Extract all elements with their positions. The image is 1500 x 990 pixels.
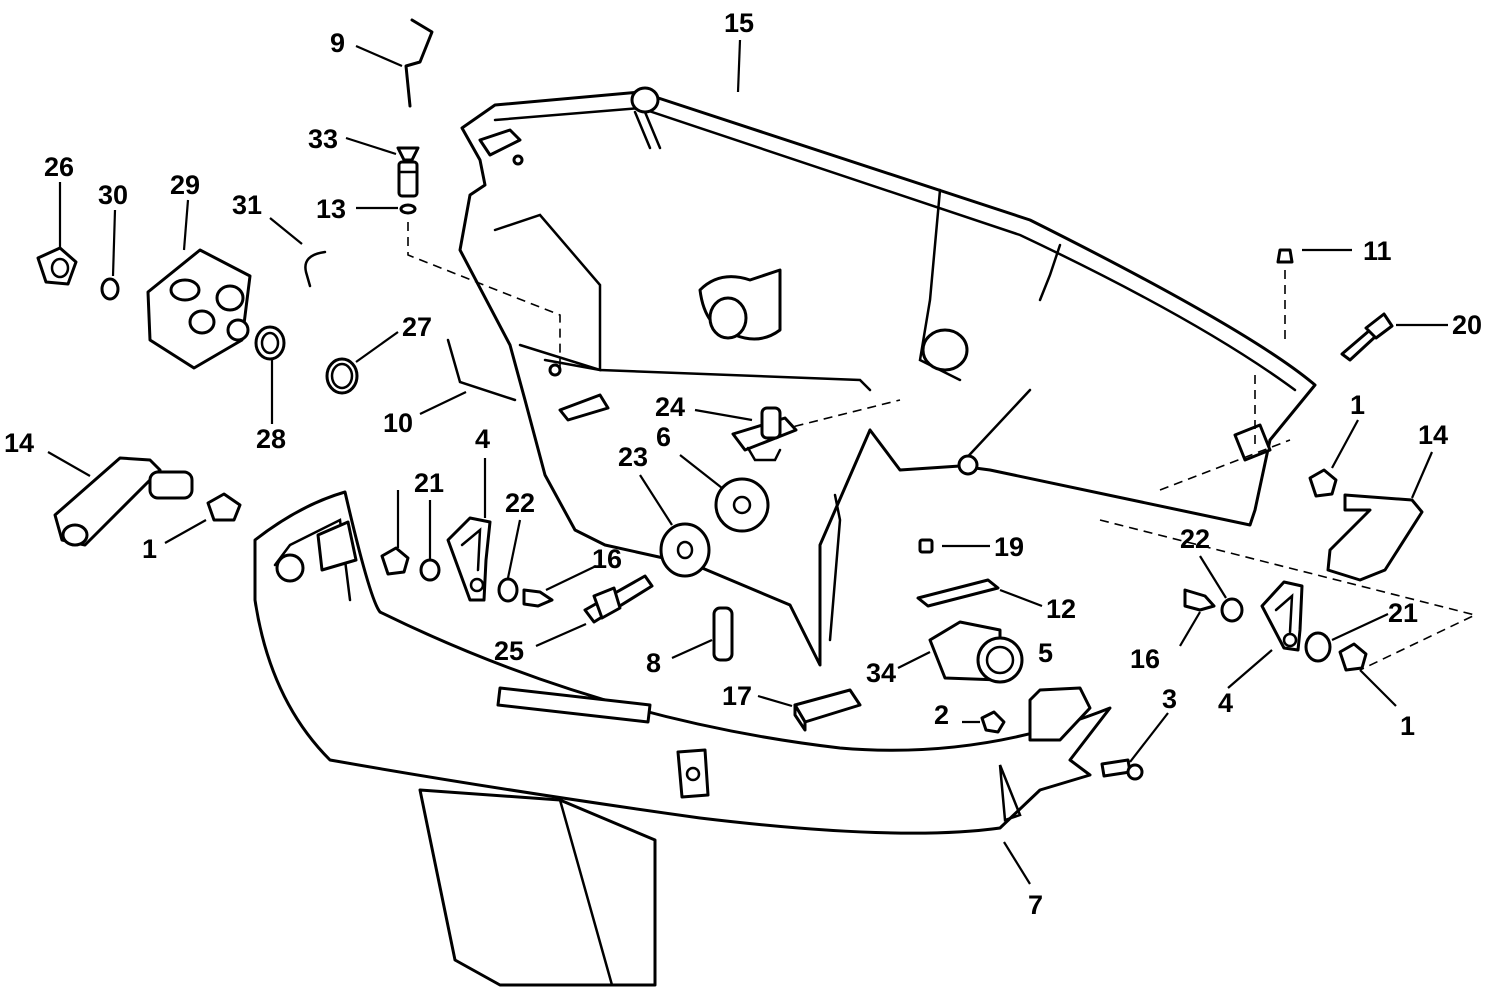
grommet-part-23: [659, 522, 711, 578]
fitting-part-33: [396, 146, 420, 198]
callout-16-left: 16: [592, 544, 622, 574]
callout-13: 13: [316, 194, 346, 224]
callout-9: 9: [330, 28, 345, 58]
nut-part-1-center: [380, 546, 410, 576]
screw-part-3: [1100, 758, 1144, 781]
latch-part-4-right: [1260, 580, 1304, 652]
callout-12: 12: [1046, 594, 1076, 624]
callout-20: 20: [1452, 310, 1482, 340]
callout-34: 34: [866, 658, 896, 688]
nut-part-26: [36, 246, 78, 286]
callout-labels: 15 9 33 13 26 30 29 31 27 28 10 11 20 14…: [4, 8, 1482, 920]
washer-part-22-left: [497, 577, 519, 603]
callout-2: 2: [934, 700, 949, 730]
callout-22-left: 22: [505, 488, 535, 518]
callout-4-right: 4: [1218, 688, 1233, 718]
callout-6: 6: [656, 422, 671, 452]
callout-15: 15: [724, 8, 754, 38]
callout-3: 3: [1162, 684, 1177, 714]
clip-part-8: [712, 606, 734, 662]
assembly-guide-lines: [407, 222, 1478, 671]
nut-part-2: [980, 710, 1006, 734]
callout-4-left: 4: [475, 424, 490, 454]
callout-21-left: 21: [414, 468, 444, 498]
callout-19: 19: [994, 532, 1024, 562]
screw-part-16-right: [1183, 588, 1216, 612]
callout-1-left: 1: [142, 534, 157, 564]
nut-part-1-right-upper: [1308, 468, 1338, 498]
o-ring-part-13: [399, 203, 417, 215]
callout-10: 10: [383, 408, 413, 438]
handle-part-14-left: [53, 456, 194, 547]
latch-part-4-left: [446, 516, 492, 602]
callout-33: 33: [308, 124, 338, 154]
hose-adapter-part-5: [976, 636, 1024, 684]
callout-5: 5: [1038, 638, 1053, 668]
callout-8: 8: [646, 648, 661, 678]
callout-28: 28: [256, 424, 286, 454]
callout-23: 23: [618, 442, 648, 472]
handle-part-14-right: [1326, 493, 1424, 582]
callout-27: 27: [402, 312, 432, 342]
callout-1-right-lower: 1: [1400, 711, 1415, 741]
callout-24: 24: [655, 392, 685, 422]
bolt-part-20: [1340, 312, 1394, 362]
washer-part-22-right: [1220, 597, 1244, 623]
callout-21-right: 21: [1388, 598, 1418, 628]
nut-part-1-right-lower: [1338, 642, 1368, 672]
wire-part-9: [404, 18, 434, 108]
callout-14-left: 14: [4, 428, 34, 458]
upper-cover-part-15: [458, 86, 1317, 667]
callout-29: 29: [170, 170, 200, 200]
callout-16-right: 16: [1130, 644, 1160, 674]
callout-26: 26: [44, 152, 74, 182]
callout-11: 11: [1363, 236, 1392, 266]
callout-22-right: 22: [1180, 524, 1210, 554]
screw-part-19: [918, 538, 934, 554]
clamp-part-28: [254, 325, 286, 361]
callout-14-right: 14: [1418, 420, 1448, 450]
callout-17: 17: [722, 681, 752, 711]
stud-part-25: [583, 574, 654, 624]
callout-7: 7: [1028, 890, 1043, 920]
washer-part-21-left: [419, 558, 441, 582]
bracket-part-24: [731, 406, 798, 462]
pad-part-17: [793, 688, 862, 732]
plate-part-12: [916, 578, 1000, 608]
callout-30: 30: [98, 180, 128, 210]
nipple-part-11: [1276, 248, 1294, 264]
callout-31: 31: [232, 190, 262, 220]
leader-lines: [47, 39, 1448, 885]
washer-part-21-right: [1304, 631, 1332, 663]
lower-cover-part-7: [253, 490, 1112, 987]
screw-part-16-left: [522, 588, 554, 608]
manifold-part-29: [146, 248, 252, 370]
ring-part-27: [325, 357, 359, 395]
grommet-part-6: [714, 477, 770, 533]
rod-part-10: [446, 338, 517, 402]
callout-1-right-upper: 1: [1350, 390, 1365, 420]
clip-part-31: [304, 250, 327, 288]
washer-part-30: [100, 277, 120, 301]
nut-part-1-left: [206, 492, 242, 522]
callout-25: 25: [494, 636, 524, 666]
